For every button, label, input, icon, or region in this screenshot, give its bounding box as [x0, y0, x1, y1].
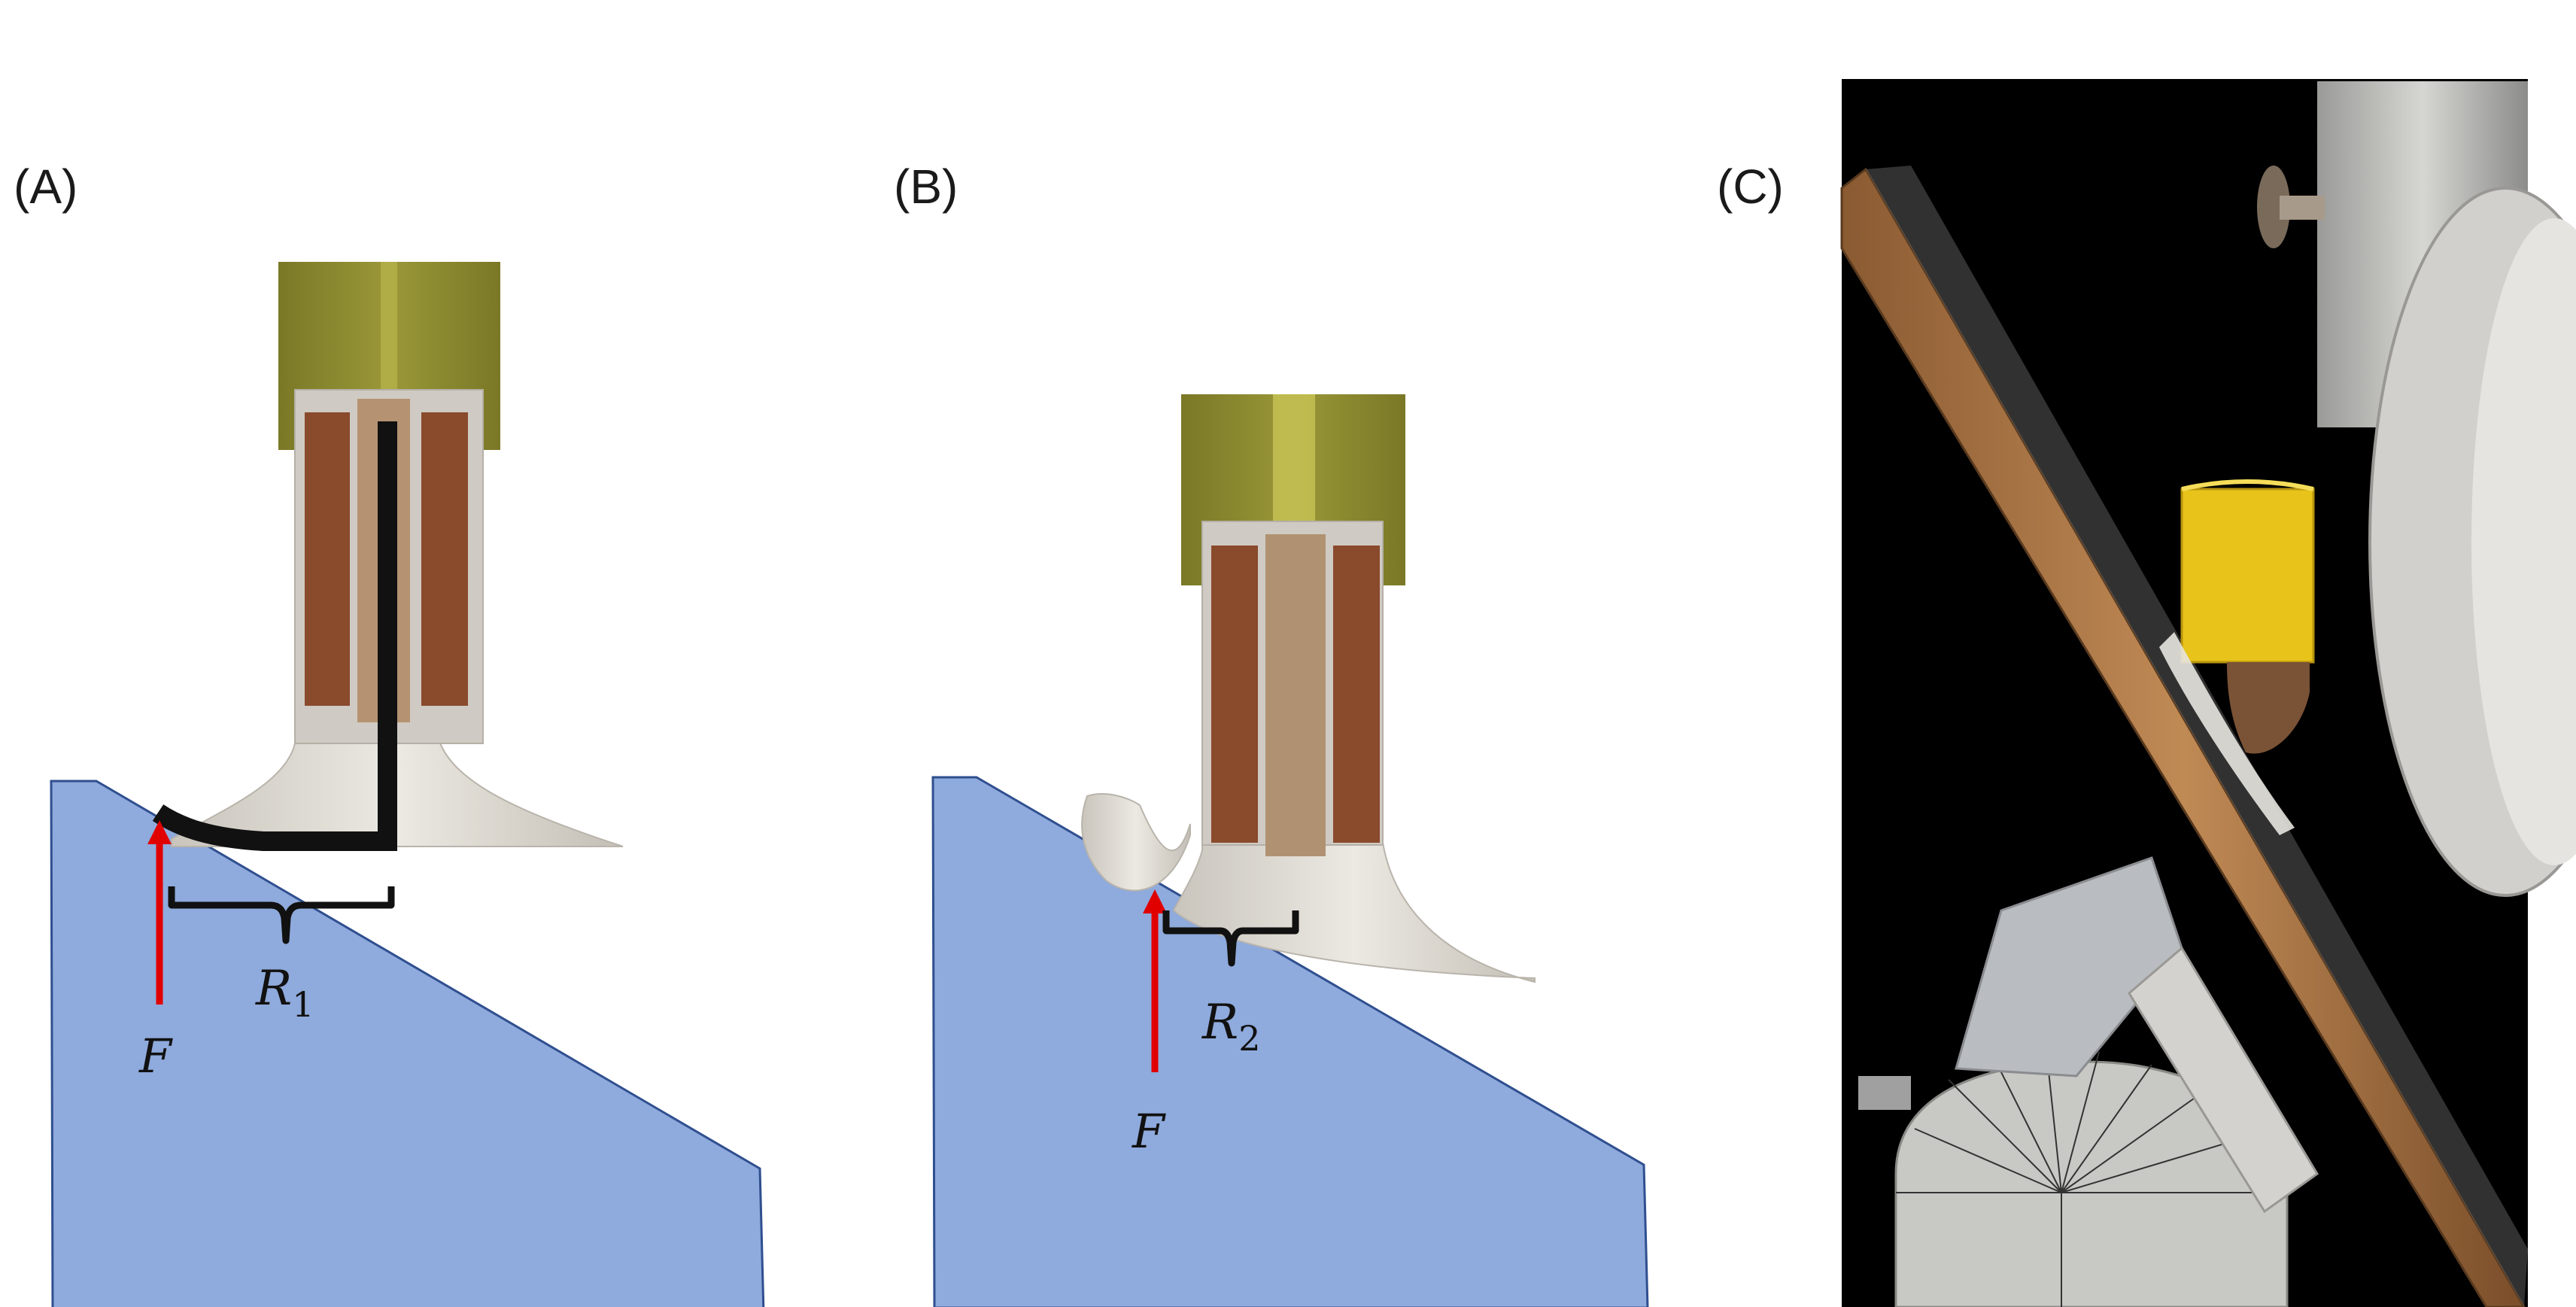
panel-b-label: (B) [894, 160, 958, 214]
force-label-a: F [138, 1029, 173, 1084]
coil-right-a [421, 412, 468, 706]
panel-c: (C) [1717, 79, 2576, 1307]
lower-mount [1955, 856, 2183, 1078]
mesh-core-b [1265, 534, 1326, 856]
panel-a: (A) F R1 [14, 160, 765, 1307]
diagonal-board [1840, 167, 2526, 1307]
screw-shaft [2280, 196, 2325, 220]
board-glass-edge [1866, 166, 2528, 1307]
panel-c-label: (C) [1717, 160, 1784, 214]
lever-a [152, 421, 397, 851]
printed-part-top [2181, 479, 2314, 491]
panel-a-label: (A) [14, 160, 77, 214]
roller-wheel-shade [2471, 218, 2576, 865]
photo-c [1840, 79, 2576, 1307]
tip-assembly-a [152, 262, 624, 851]
side-screw [1858, 1076, 1911, 1110]
flared-tip-b [1081, 793, 1191, 892]
protractor-lines [1896, 1049, 2287, 1307]
force-arrow-b [1143, 889, 1167, 1072]
photo-tip [2227, 662, 2310, 754]
wedge-b [931, 776, 1649, 1307]
bracket-a [168, 886, 395, 944]
screw-head-icon [2257, 166, 2290, 248]
radius-subscript-b: 2 [1238, 1018, 1260, 1059]
radius-symbol-b: R [1201, 995, 1238, 1050]
coil-left-a [305, 412, 350, 706]
radius-label-a: R1 [255, 961, 314, 1025]
tilted-block [2128, 946, 2319, 1214]
coil-right-b [1333, 546, 1380, 843]
radius-label-b: R2 [1201, 995, 1260, 1059]
radius-subscript-a: 1 [292, 984, 314, 1025]
printed-part [2180, 488, 2315, 664]
bracket-b [1162, 910, 1299, 967]
force-label-b: F [1132, 1104, 1166, 1159]
coil-left-b [1211, 546, 1258, 843]
force-arrow-a [147, 820, 172, 1005]
radius-symbol-a: R [255, 961, 292, 1017]
wedge-a [50, 780, 765, 1307]
panel-b: (B) F R2 [894, 160, 1649, 1307]
flared-tip-body-b [1172, 827, 1536, 983]
tip-assembly-b [1081, 394, 1536, 983]
photo-flap [2159, 632, 2295, 835]
